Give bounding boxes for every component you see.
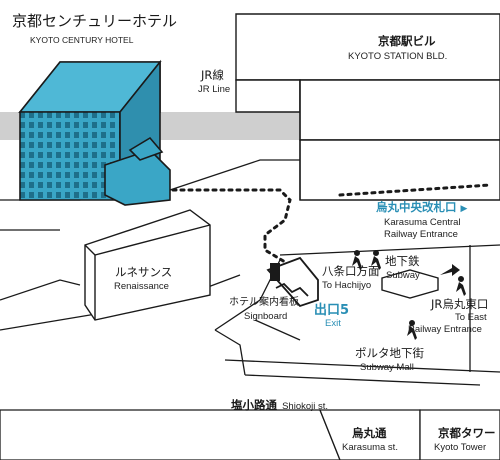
karasuma-central-en-1: Karasuma Central bbox=[384, 217, 461, 228]
kyoto-tower-jp: 京都タワー bbox=[438, 426, 496, 440]
direction-arrow-icon bbox=[440, 264, 460, 276]
renaissance-en: Renaissance bbox=[114, 281, 169, 292]
karasuma-central-arrow: ▶ bbox=[460, 204, 468, 214]
shiokoji-label: 塩小路通 Shiokoji st. bbox=[231, 396, 328, 412]
hotel-name-en: KYOTO CENTURY HOTEL bbox=[30, 35, 134, 45]
walking-route-east bbox=[338, 183, 492, 197]
bottom-blocks bbox=[0, 409, 500, 460]
signboard-jp: ホテル案内看板 bbox=[229, 297, 299, 308]
kyoto-station-building bbox=[235, 13, 500, 201]
station-name-en: KYOTO STATION BLD. bbox=[348, 51, 448, 62]
jr-line-jp: JR線 bbox=[201, 68, 224, 82]
subway-entrance bbox=[381, 269, 439, 299]
kyoto-tower-en: Kyoto Tower bbox=[434, 442, 487, 453]
stairs-icon bbox=[266, 256, 319, 308]
shiokoji-jp: 塩小路通 bbox=[231, 398, 277, 412]
karasuma-central-en-2: Railway Entrance bbox=[384, 229, 458, 240]
renaissance-building bbox=[84, 209, 211, 321]
karasuma-central-label: 烏丸中央改札口 bbox=[376, 200, 457, 214]
jr-east-en-2: Railway Entrance bbox=[408, 324, 482, 335]
hotel-building bbox=[18, 59, 171, 206]
jr-east-en-1: To East bbox=[455, 312, 487, 323]
shiokoji-en: Shiokoji st. bbox=[282, 401, 329, 412]
signboard-marker bbox=[270, 263, 280, 281]
hotel-name-jp: 京都センチュリーホテル bbox=[12, 12, 178, 30]
porta-jp: ポルタ地下街 bbox=[355, 346, 424, 360]
porta-en: Subway Mall bbox=[360, 362, 414, 373]
subway-en: Subway bbox=[386, 270, 420, 281]
exit5-en: Exit bbox=[325, 318, 341, 329]
hachijo-en: To Hachijyo bbox=[322, 280, 372, 291]
karasuma-st-jp: 烏丸通 bbox=[352, 426, 387, 440]
jr-east-jp: JR烏丸東口 bbox=[431, 297, 489, 311]
karasuma-st-en: Karasuma st. bbox=[342, 442, 398, 453]
exit5-jp: 出口5 bbox=[314, 303, 350, 318]
walking-route bbox=[163, 188, 292, 264]
subway-jp: 地下鉄 bbox=[385, 254, 420, 268]
station-name-jp: 京都駅ビル bbox=[378, 34, 436, 48]
karasuma-central-jp: 烏丸中央改札口 ▶ bbox=[376, 200, 468, 214]
signboard-en: Signboard bbox=[244, 311, 288, 322]
jr-line-en: JR Line bbox=[198, 84, 231, 95]
person-walking-icon bbox=[352, 250, 466, 340]
hachijo-jp: 八条口方面 bbox=[322, 264, 380, 278]
renaissance-jp: ルネサンス bbox=[115, 265, 173, 279]
